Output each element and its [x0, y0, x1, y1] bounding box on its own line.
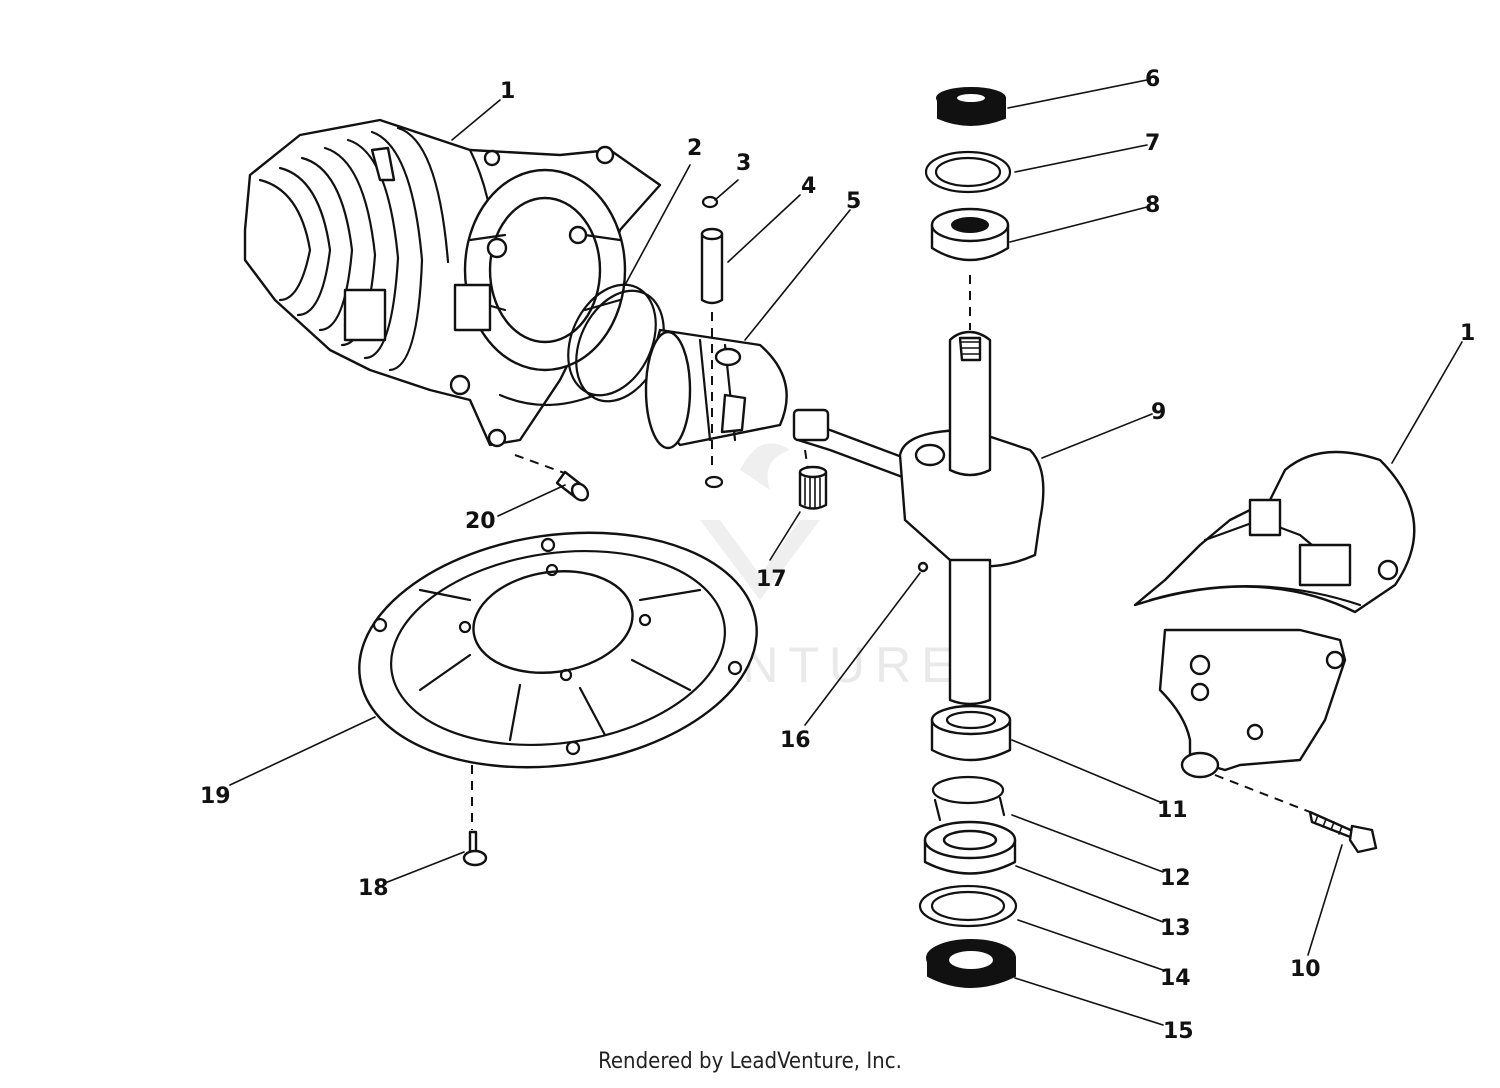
callout-3: 3: [736, 151, 751, 176]
axis-bolt-10: [1214, 774, 1311, 813]
callout-1: 1: [500, 79, 515, 104]
part-16-ball[interactable]: [917, 561, 929, 573]
callout-6: 6: [1145, 67, 1160, 92]
part-4-wrist-pin[interactable]: [700, 227, 724, 305]
callout-12: 12: [1160, 866, 1191, 891]
callout-labels: 1 2 3 4 5 6 7 8 9 1 10 11 12 13 14 15 16…: [200, 67, 1475, 1044]
part-5-piston[interactable]: [644, 328, 788, 450]
part-3-clip[interactable]: [701, 195, 724, 489]
callout-13: 13: [1160, 916, 1191, 941]
callout-19: 19: [200, 784, 231, 809]
callout-8: 8: [1145, 193, 1160, 218]
callout-20: 20: [465, 509, 496, 534]
part-14-ring[interactable]: [918, 884, 1018, 928]
part-20-plug[interactable]: [555, 470, 591, 503]
part-10-bolt[interactable]: [1308, 810, 1378, 854]
callout-10: 10: [1290, 957, 1321, 982]
part-17-needle-bearing[interactable]: [798, 465, 828, 510]
callout-16: 16: [780, 728, 811, 753]
callout-4: 4: [801, 174, 816, 199]
callout-18: 18: [358, 876, 389, 901]
part-6-seal[interactable]: [936, 87, 1006, 126]
part-18-screw[interactable]: [462, 830, 488, 867]
callout-17: 17: [756, 567, 787, 592]
part-7-ring[interactable]: [924, 150, 1012, 194]
callout-14: 14: [1160, 966, 1191, 991]
part-1-crankcase-half[interactable]: [1133, 450, 1416, 779]
callout-11: 11: [1157, 798, 1188, 823]
callout-15: 15: [1163, 1019, 1194, 1044]
callout-1-right: 1: [1460, 321, 1475, 346]
callout-2: 2: [687, 136, 702, 161]
part-11-seal[interactable]: [930, 704, 1012, 762]
credit-text: Rendered by LeadVenture, Inc.: [598, 1049, 902, 1074]
part-15-seal[interactable]: [926, 939, 1016, 988]
axis-bolt-20: [514, 454, 571, 476]
callout-5: 5: [846, 189, 861, 214]
callout-9: 9: [1151, 400, 1166, 425]
part-19-plate[interactable]: [344, 508, 772, 791]
part-1-crankcase-cylinder[interactable]: [243, 118, 662, 448]
part-12-retaining-ring[interactable]: [931, 775, 1006, 822]
leader-lines: [229, 79, 1463, 1026]
callout-7: 7: [1145, 131, 1160, 156]
part-9-crankshaft[interactable]: [792, 330, 1045, 706]
part-8-bearing[interactable]: [930, 207, 1010, 262]
part-13-bearing[interactable]: [923, 820, 1017, 875]
